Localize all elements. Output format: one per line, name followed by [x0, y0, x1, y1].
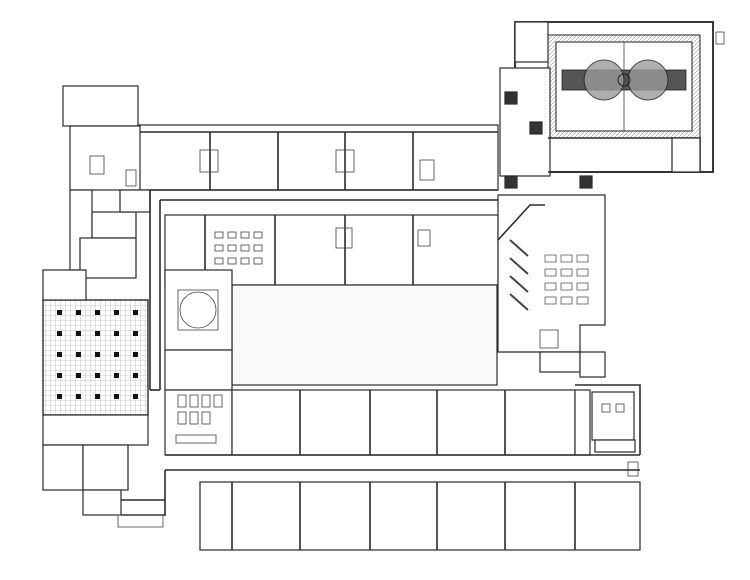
cafeteria-column: [76, 352, 81, 357]
cafeteria-column: [76, 394, 81, 399]
cafeteria-column: [57, 394, 62, 399]
south-classroom-wing: [199, 481, 641, 551]
media-table: [544, 254, 557, 263]
cafeteria-column: [95, 352, 100, 357]
cafeteria-column: [95, 373, 100, 378]
media-table: [576, 254, 589, 263]
gymnasium: [499, 21, 725, 189]
media-table: [544, 282, 557, 291]
cafeteria: [42, 269, 166, 528]
cafeteria-column: [114, 352, 119, 357]
cafeteria-column: [76, 331, 81, 336]
media-table: [560, 268, 573, 277]
cafeteria-column: [114, 373, 119, 378]
media-table: [560, 282, 573, 291]
media-table: [576, 282, 589, 291]
media-table: [560, 296, 573, 305]
cafeteria-column: [76, 373, 81, 378]
cafeteria-column: [114, 310, 119, 315]
cafeteria-column: [114, 331, 119, 336]
cafeteria-column: [114, 394, 119, 399]
east-wing: [575, 384, 641, 477]
northwest-annex: [62, 85, 151, 279]
cafeteria-column: [57, 331, 62, 336]
media-shelf: [509, 293, 529, 311]
cafeteria-column: [76, 310, 81, 315]
media-shelf: [509, 275, 529, 293]
media-tables: [509, 239, 589, 311]
south-corridor: [164, 454, 640, 500]
media-table: [576, 268, 589, 277]
courtyard: [231, 284, 498, 386]
cafeteria-column: [133, 352, 138, 357]
south-classroom-row-1: [231, 389, 591, 456]
media-table: [560, 254, 573, 263]
media-shelf: [509, 239, 529, 257]
north-classroom-wing: [137, 124, 499, 191]
media-table: [544, 268, 557, 277]
cafeteria-column: [133, 331, 138, 336]
media-shelf: [509, 257, 529, 275]
cafeteria-column: [133, 373, 138, 378]
cafeteria-column: [95, 394, 100, 399]
cafeteria-column: [95, 331, 100, 336]
cafeteria-column: [57, 373, 62, 378]
cafeteria-column: [57, 352, 62, 357]
cafeteria-columns: [57, 310, 138, 399]
media-table: [544, 296, 557, 305]
cafeteria-column: [133, 394, 138, 399]
media-table: [576, 296, 589, 305]
media-center: [497, 194, 606, 378]
cafeteria-column: [57, 310, 62, 315]
cafeteria-column: [133, 310, 138, 315]
cafeteria-column: [95, 310, 100, 315]
central-west-block: [164, 269, 233, 456]
main-corridor: [149, 189, 498, 391]
